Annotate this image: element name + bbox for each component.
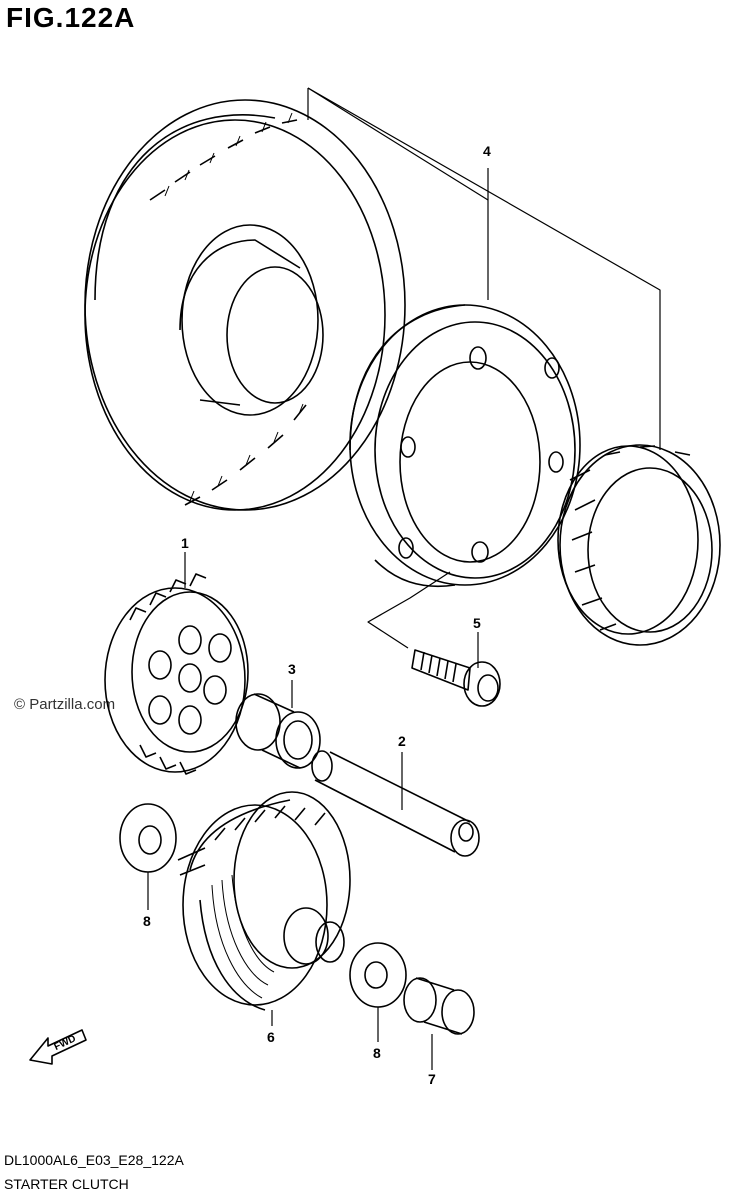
washer-upper <box>119 803 177 873</box>
bushing <box>235 693 321 769</box>
callout-4: 4 <box>483 143 491 159</box>
callout-8a: 8 <box>143 913 151 929</box>
washer-lower <box>349 942 407 1008</box>
callout-1: 1 <box>181 535 189 551</box>
callout-6: 6 <box>267 1029 275 1045</box>
bushing-lower <box>403 977 475 1035</box>
starter-idle-gear <box>104 573 249 775</box>
callout-7: 7 <box>428 1071 436 1087</box>
bolt <box>411 649 501 707</box>
idle-gear-shaft <box>311 750 480 857</box>
callout-2: 2 <box>398 733 406 749</box>
figure-title: FIG.122A <box>6 2 136 33</box>
part-4-leader-bracket <box>307 87 661 450</box>
fwd-arrow-icon <box>29 1029 87 1065</box>
figure-code: DL1000AL6_E03_E28_122A <box>4 1152 184 1168</box>
starter-clutch-gear <box>177 791 351 1011</box>
part-5-leader <box>367 571 451 649</box>
callout-5: 5 <box>473 615 481 631</box>
one-way-clutch-housing <box>349 304 581 588</box>
roller-cage <box>557 444 721 646</box>
copyright-text: © Partzilla.com <box>14 696 116 713</box>
callout-3: 3 <box>288 661 296 677</box>
callout-8b: 8 <box>373 1045 381 1061</box>
figure-name: STARTER CLUTCH <box>4 1176 129 1192</box>
starter-driven-gear <box>84 99 406 511</box>
